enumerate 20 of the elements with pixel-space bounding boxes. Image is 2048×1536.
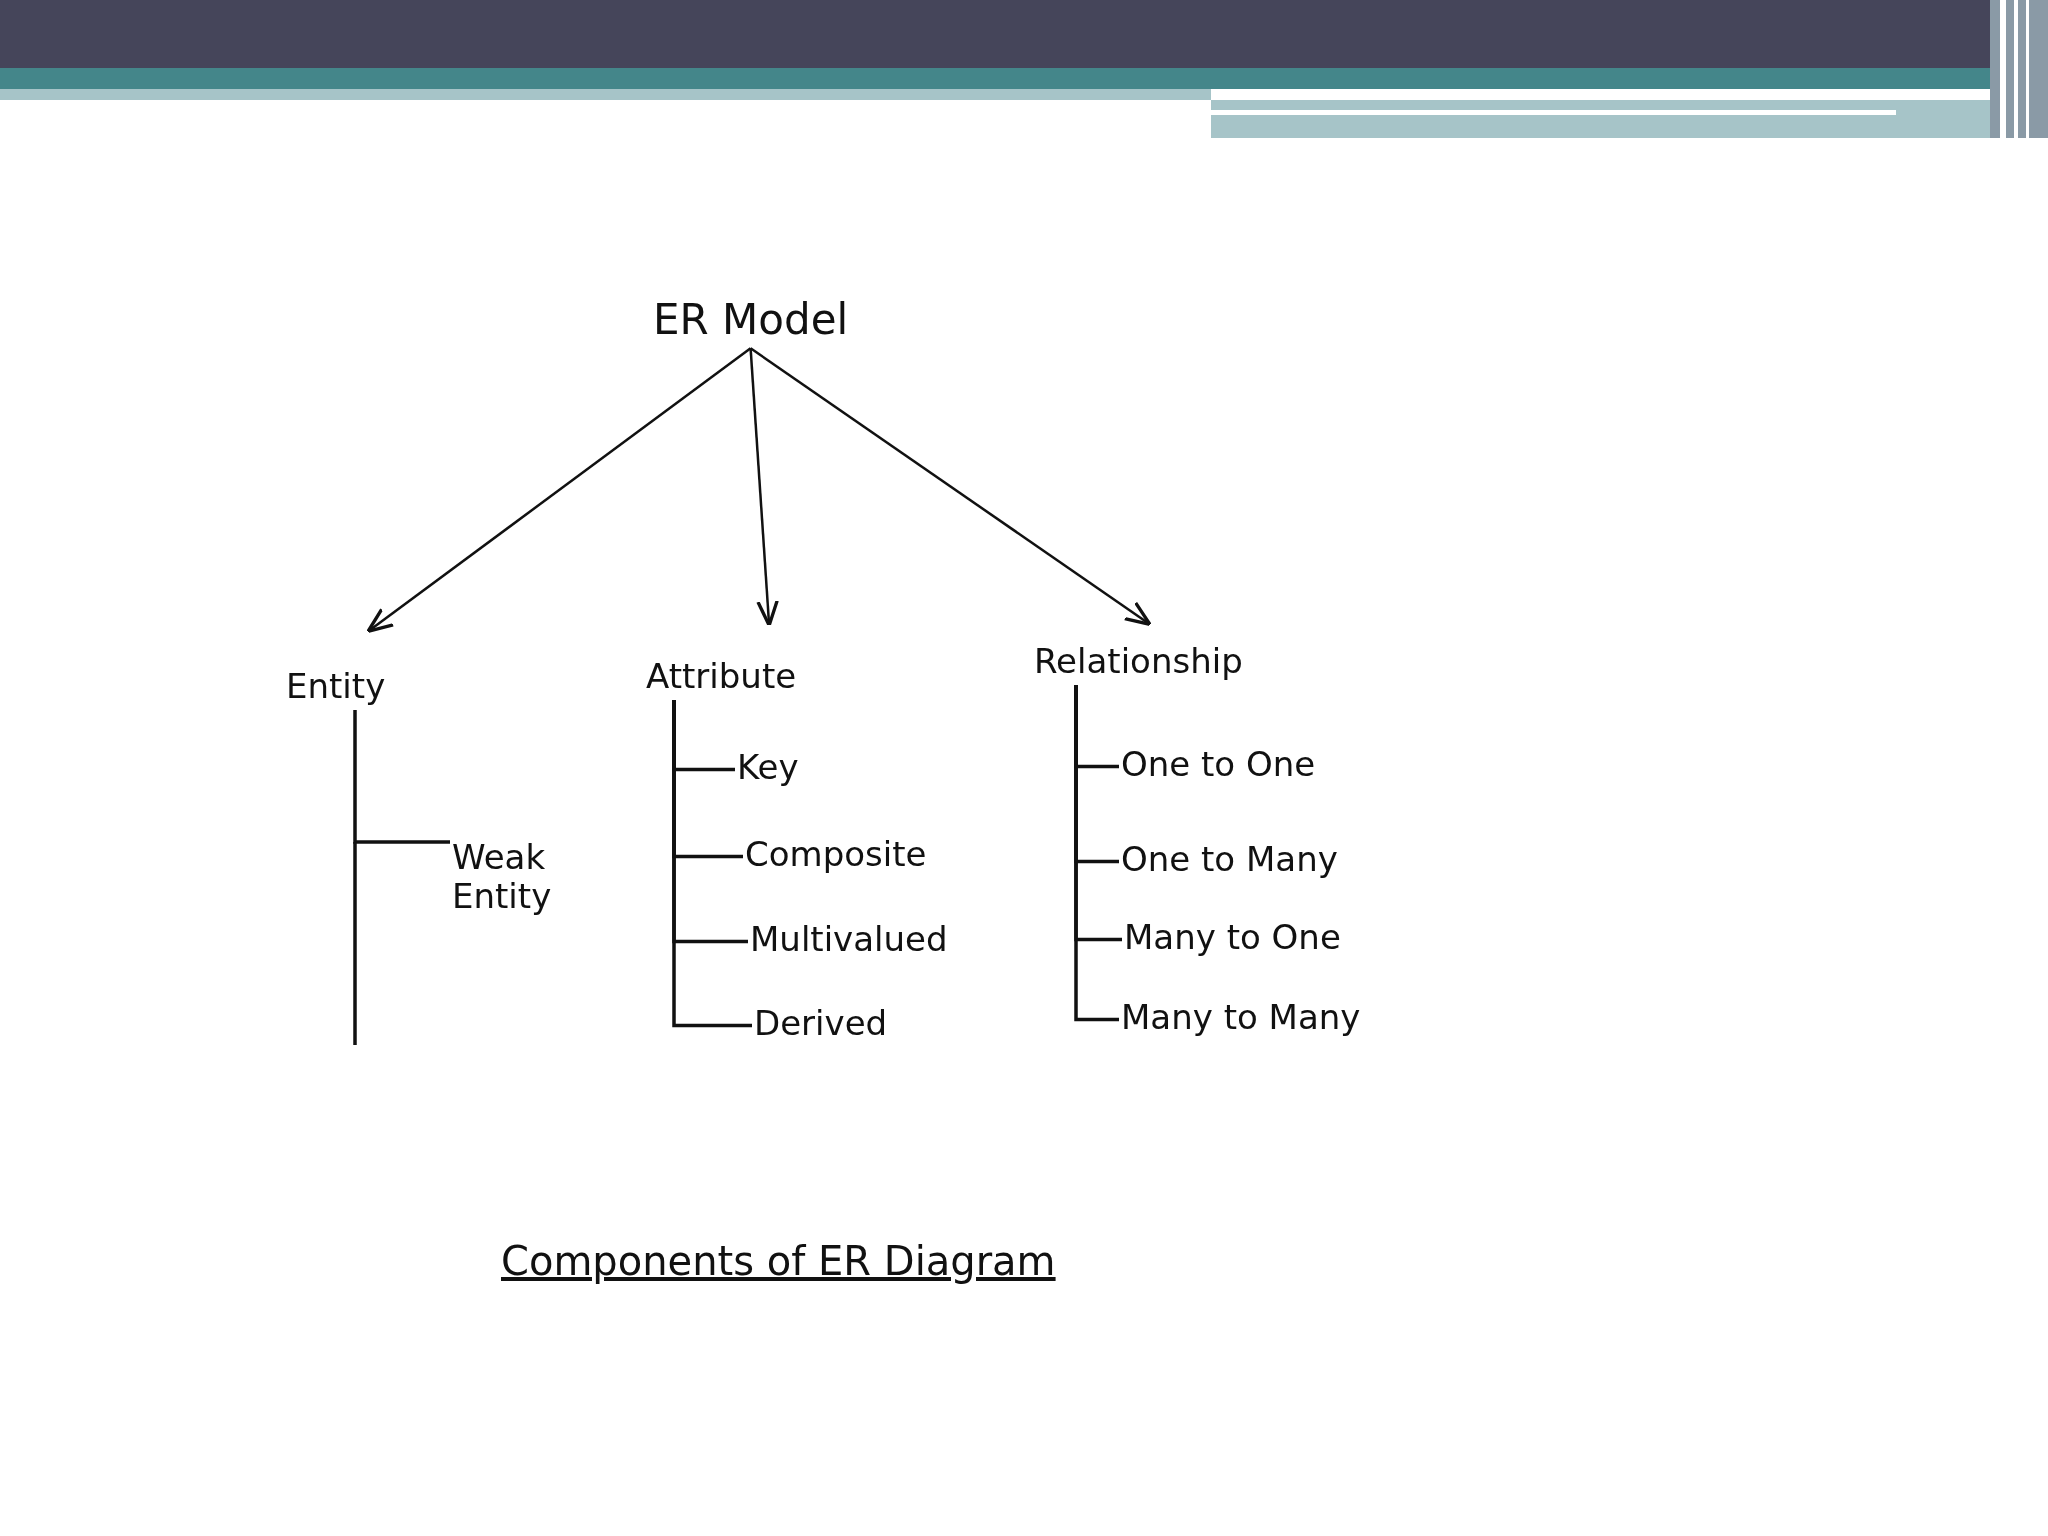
tree-label: Attribute: [646, 657, 797, 697]
arrow: [366, 347, 752, 634]
tree-label: Composite: [745, 835, 927, 875]
tree-label: Many to Many: [1121, 998, 1361, 1038]
tree-label: Relationship: [1034, 642, 1243, 682]
root-label: ER Model: [653, 296, 849, 345]
caption: Components of ER Diagram: [501, 1238, 1056, 1284]
tree-label: One to One: [1121, 745, 1316, 785]
tree-line: [353, 710, 450, 844]
tree-label: Key: [737, 748, 799, 788]
arrow: [749, 348, 779, 628]
tree-label: One to Many: [1121, 840, 1338, 880]
tree-label: Entity: [286, 667, 386, 707]
tree-label: Derived: [754, 1004, 888, 1044]
tree-label: Weak Entity: [452, 838, 592, 917]
tree-line: [672, 700, 752, 1028]
tree-label: Multivalued: [750, 920, 948, 960]
tree-label: Many to One: [1124, 918, 1341, 958]
arrow: [749, 347, 1152, 627]
tree-line: [1074, 685, 1119, 1022]
